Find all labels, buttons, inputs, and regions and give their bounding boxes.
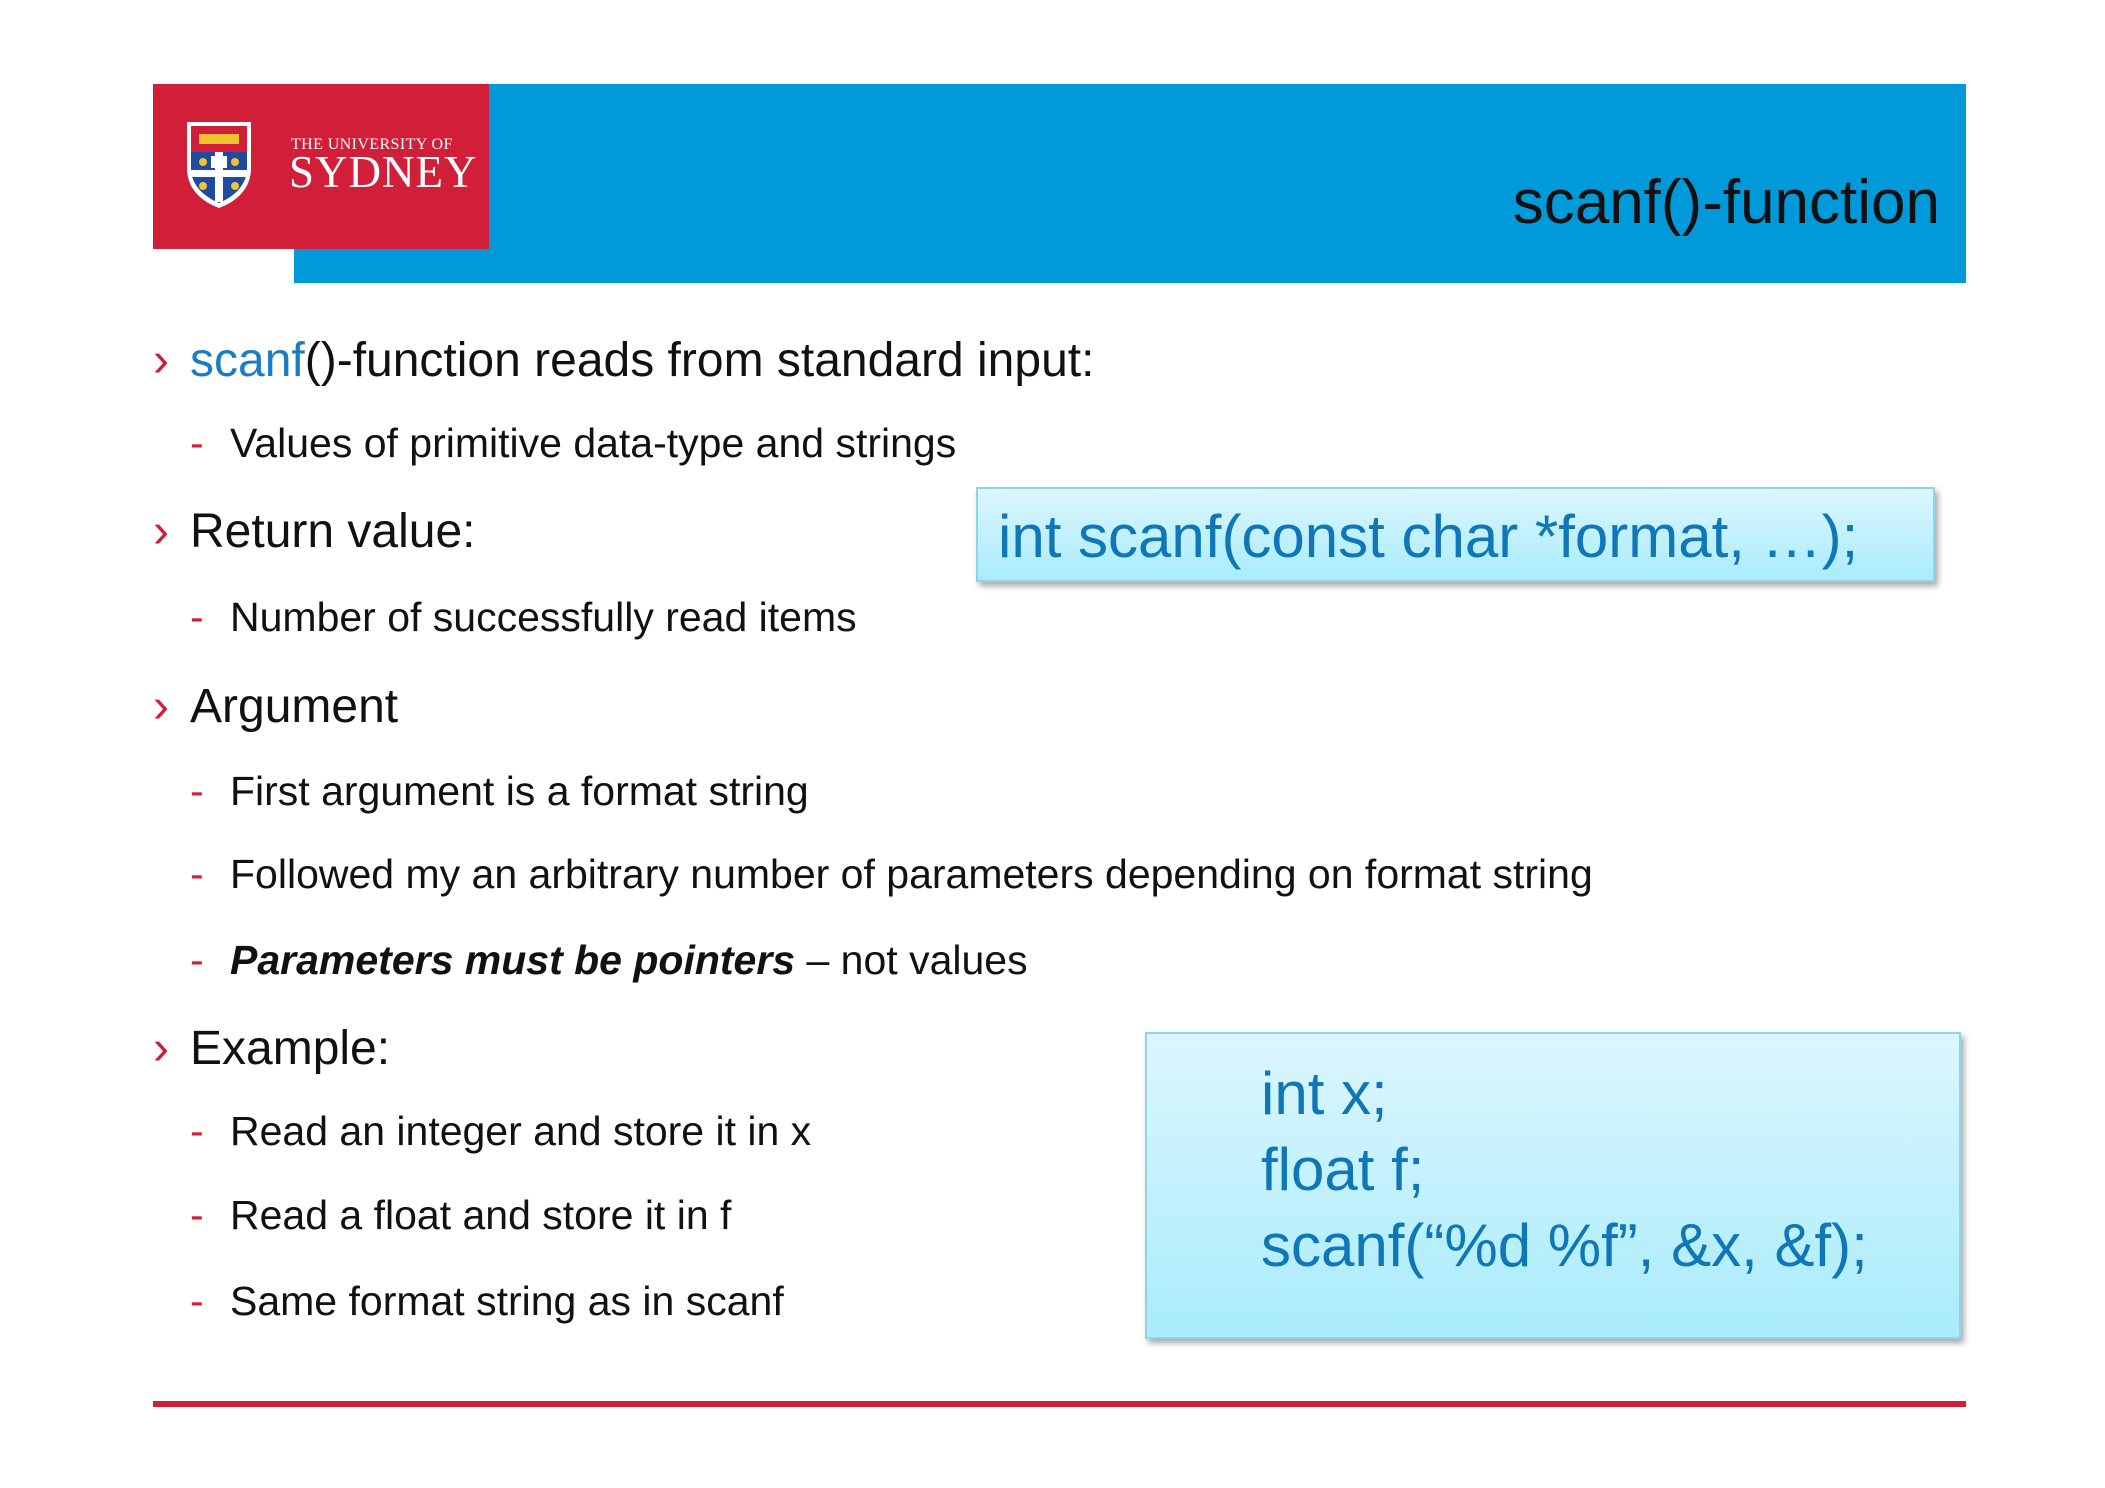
- bullet-marker-icon: ›: [153, 680, 169, 733]
- dash-marker-icon: -: [190, 420, 204, 466]
- subbullet-arbitrary-parameters: -Followed my an arbitrary number of para…: [190, 854, 1593, 895]
- bullet-text: – not values: [795, 937, 1028, 983]
- bullet-example: › Example:: [153, 1025, 390, 1073]
- bullet-text: Same format string as in scanf: [230, 1278, 784, 1324]
- footer-rule: [153, 1401, 1966, 1407]
- bullet-text: First argument is a format string: [230, 768, 809, 814]
- subbullet-format-string: -First argument is a format string: [190, 771, 809, 812]
- logo-line-small: THE UNIVERSITY OF: [291, 136, 453, 153]
- bullet-text: Number of successfully read items: [230, 594, 857, 640]
- bullet-marker-icon: ›: [153, 505, 169, 558]
- logo-line-big: SYDNEY: [289, 147, 478, 197]
- bullet-marker-icon: ›: [153, 334, 169, 387]
- code-line: float f;: [1261, 1136, 1425, 1203]
- dash-marker-icon: -: [190, 1278, 204, 1324]
- bullet-scanf-reads: › scanf()-function reads from standard in…: [153, 337, 1094, 385]
- university-crest-icon: [187, 122, 251, 208]
- subbullet-read-float: -Read a float and store it in f: [190, 1195, 731, 1236]
- bullet-text: Read a float and store it in f: [230, 1192, 732, 1238]
- scanf-keyword: scanf: [190, 334, 305, 387]
- code-line: int x;: [1261, 1060, 1388, 1127]
- bullet-text: Read an integer and store it in x: [230, 1108, 812, 1154]
- dash-marker-icon: -: [190, 851, 204, 897]
- code-line: scanf(“%d %f”, &x, &f);: [1261, 1212, 1868, 1279]
- slide-title: scanf()-function: [1512, 168, 1940, 237]
- bullet-text: Example:: [190, 1022, 391, 1075]
- signature-code-box: int scanf(const char *format, …);: [976, 487, 1935, 582]
- bullet-argument: › Argument: [153, 683, 398, 731]
- subbullet-items-read: -Number of successfully read items: [190, 597, 857, 638]
- example-code-box: int x; float f; scanf(“%d %f”, &x, &f);: [1145, 1032, 1961, 1339]
- bullet-marker-icon: ›: [153, 1022, 169, 1075]
- dash-marker-icon: -: [190, 594, 204, 640]
- bullet-return-value: › Return value:: [153, 508, 476, 556]
- header-band: [294, 84, 1966, 283]
- bullet-text: Return value:: [190, 505, 476, 558]
- subbullet-pointers: -Parameters must be pointers – not value…: [190, 940, 1028, 981]
- bullet-text: ()-function reads from standard input:: [304, 334, 1095, 387]
- bullet-text: Followed my an arbitrary number of param…: [230, 851, 1593, 897]
- subbullet-same-format: -Same format string as in scanf: [190, 1281, 784, 1322]
- university-logo: THE UNIVERSITY OF SYDNEY: [153, 84, 489, 249]
- subbullet-read-integer: -Read an integer and store it in x: [190, 1111, 811, 1152]
- emphasis-text: Parameters must be pointers: [230, 937, 796, 983]
- bullet-text: Argument: [190, 680, 399, 733]
- dash-marker-icon: -: [190, 1108, 204, 1154]
- dash-marker-icon: -: [190, 768, 204, 814]
- bullet-text: Values of primitive data-type and string…: [230, 420, 957, 466]
- dash-marker-icon: -: [190, 1192, 204, 1238]
- subbullet-primitive-values: -Values of primitive data-type and strin…: [190, 423, 956, 464]
- dash-marker-icon: -: [190, 937, 204, 983]
